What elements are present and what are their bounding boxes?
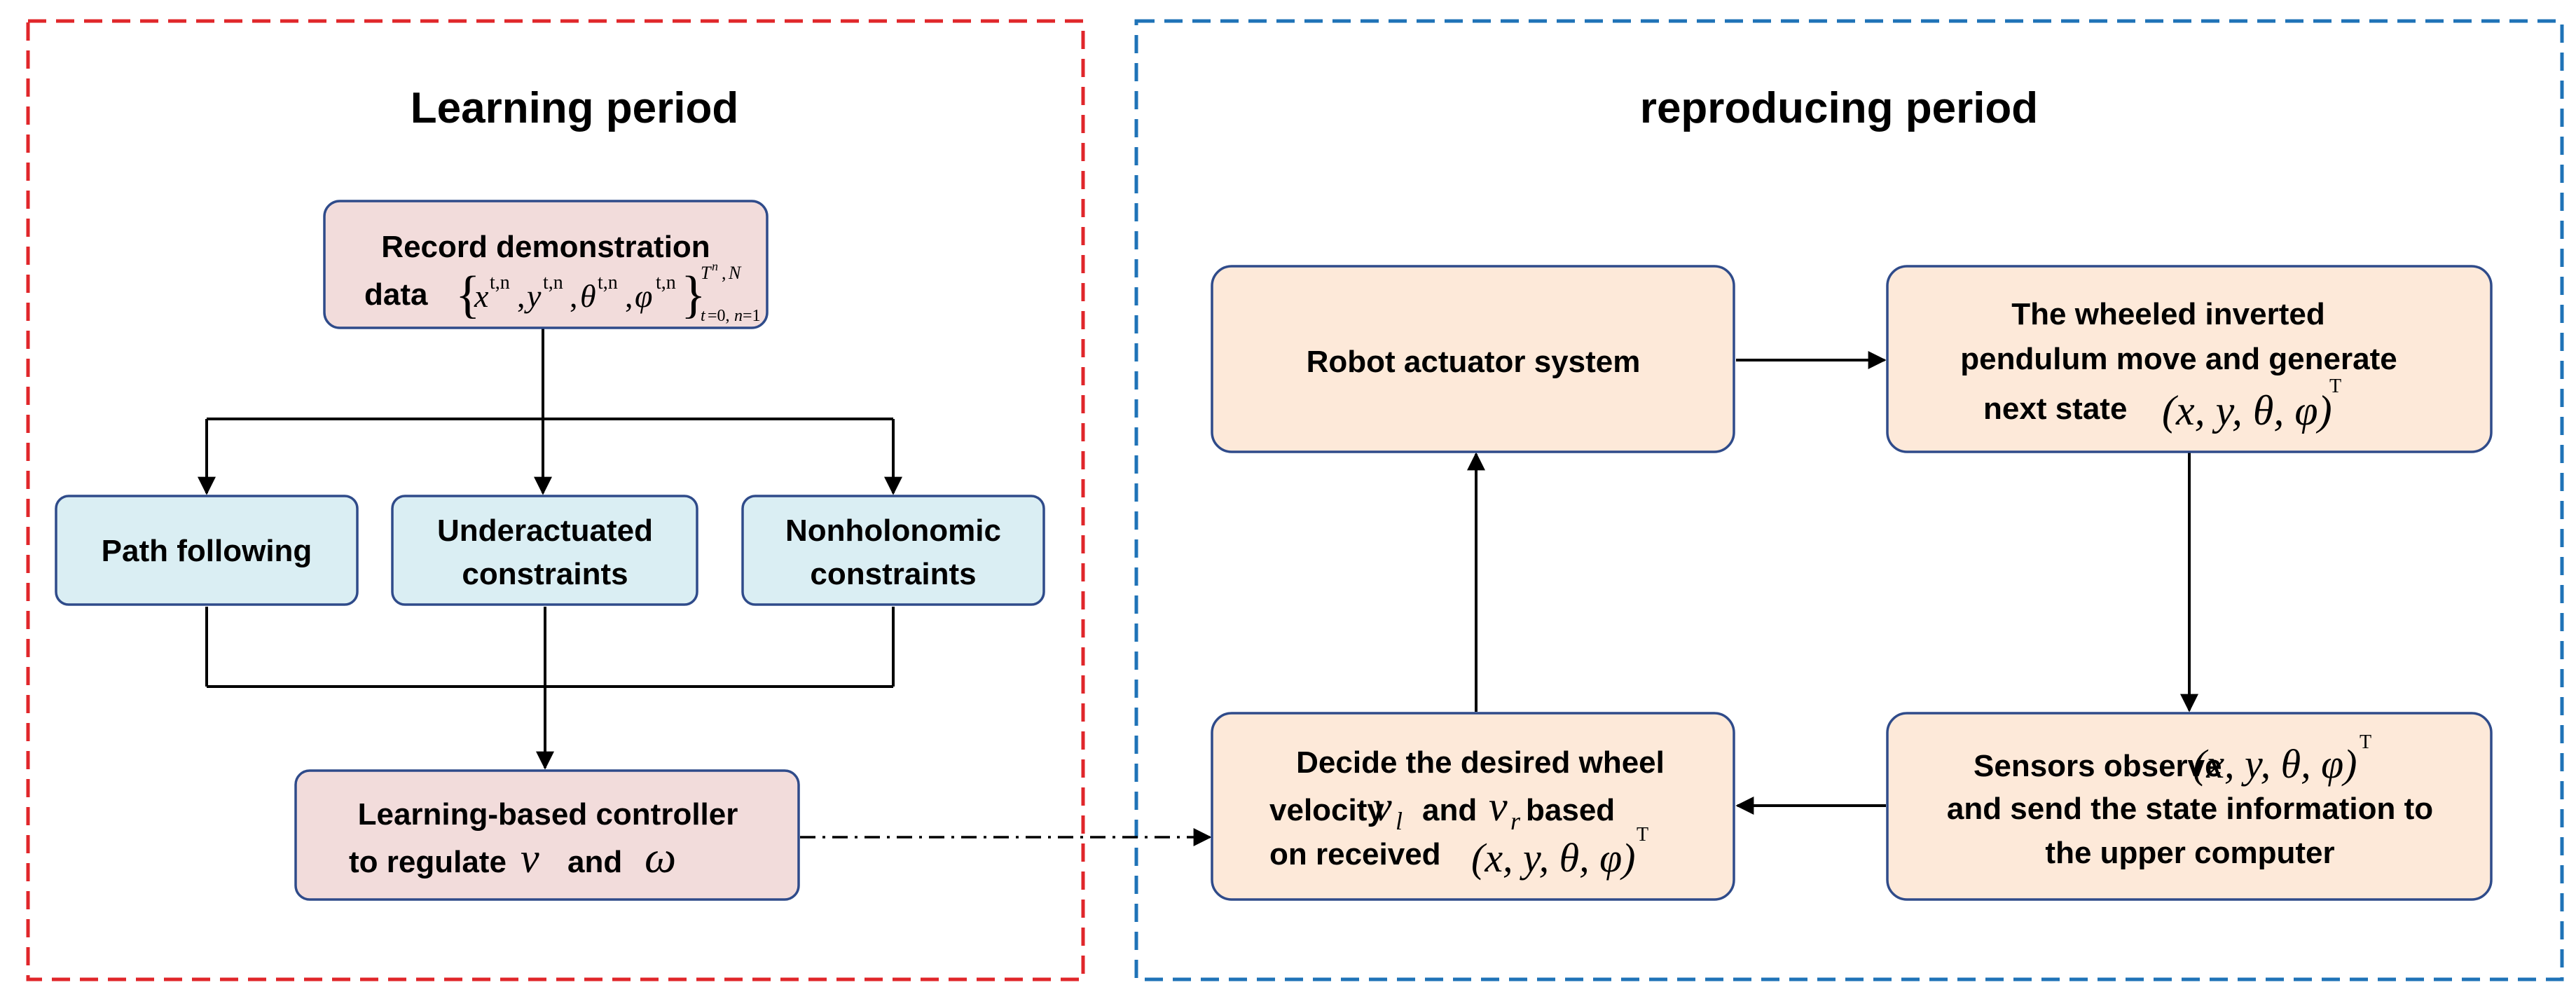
underactuated-line1: Underactuated <box>437 514 653 548</box>
path-following-label: Path following <box>102 534 312 568</box>
learning-period-title: Learning period <box>411 84 738 132</box>
robot-actuator-label: Robot actuator system <box>1307 345 1641 379</box>
svg-text:t,n: t,n <box>543 272 563 294</box>
controller-v-symbol: v <box>521 835 539 881</box>
pendulum-state: (x, y, θ, φ) <box>2162 387 2332 434</box>
svg-text:=0,: =0, <box>708 307 730 325</box>
underactuated-constraints-node[interactable]: Underactuated constraints <box>391 495 698 606</box>
sensors-state: (x, y, θ, φ) <box>2193 741 2357 787</box>
svg-text:θ: θ <box>580 278 596 314</box>
pendulum-line1: The wheeled inverted <box>2011 297 2324 331</box>
nonholonomic-line1: Nonholonomic <box>785 514 1001 548</box>
decide-state: (x, y, θ, φ) <box>1471 835 1636 881</box>
svg-text:n: n <box>734 307 743 325</box>
svg-text:}: } <box>681 266 706 324</box>
decide-line2-prefix: velocity <box>1269 793 1384 827</box>
svg-text:,: , <box>570 278 578 314</box>
svg-text:T: T <box>701 263 712 283</box>
svg-text:x: x <box>474 278 489 314</box>
path-following-node[interactable]: Path following <box>55 495 359 606</box>
controller-line1: Learning-based controller <box>358 797 738 832</box>
record-demonstration-node[interactable]: Record demonstration data { x t,n , y t,… <box>323 200 769 329</box>
record-line2: data <box>364 277 428 312</box>
sensors-line3: the upper computer <box>2045 836 2334 870</box>
sensors-node[interactable]: Sensors observe (x, y, θ, φ) T and send … <box>1886 712 2493 901</box>
reproducing-period-title: reproducing period <box>1640 84 2038 132</box>
decide-and: and <box>1422 793 1477 827</box>
svg-text:t,n: t,n <box>656 272 676 294</box>
pendulum-state-sup: T <box>2329 375 2341 397</box>
reproducing-connectors <box>1467 351 2198 815</box>
pendulum-line2: pendulum move and generate <box>1960 342 2397 376</box>
svg-text:t,n: t,n <box>490 272 510 294</box>
controller-line2-prefix: to regulate <box>349 845 507 879</box>
sensors-state-sup: T <box>2360 731 2371 753</box>
svg-text:{: { <box>455 266 481 324</box>
reproducing-period-frame <box>1134 19 2564 981</box>
controller-and: and <box>567 845 622 879</box>
svg-text:n: n <box>712 259 718 273</box>
decide-line1: Decide the desired wheel <box>1296 745 1665 780</box>
pendulum-line3: next state <box>1983 392 2127 426</box>
svg-text:,: , <box>722 263 726 283</box>
nonholonomic-line2: constraints <box>810 557 976 591</box>
decide-state-sup: T <box>1637 824 1648 846</box>
sensors-line2: and send the state information to <box>1947 792 2433 826</box>
decide-vl-subscript: l <box>1396 807 1403 835</box>
decide-vr-subscript: r <box>1510 807 1521 835</box>
svg-text:,: , <box>625 278 633 314</box>
svg-text:φ: φ <box>635 278 652 314</box>
learning-period-frame <box>26 19 1085 981</box>
svg-text:,: , <box>517 278 525 314</box>
decide-line3: on received <box>1269 837 1441 871</box>
record-formula: { x t,n , y t,n , θ t,n , φ t,n } T n , … <box>455 259 761 325</box>
learning-controller-node[interactable]: Learning-based controller to regulate v … <box>294 769 800 901</box>
svg-text:N: N <box>728 263 742 283</box>
decide-based: based <box>1526 793 1615 827</box>
decide-vl-symbol: v <box>1373 783 1392 829</box>
nonholonomic-constraints-node[interactable]: Nonholonomic constraints <box>741 495 1045 606</box>
learning-connectors <box>198 328 902 770</box>
underactuated-line2: constraints <box>462 557 628 591</box>
svg-text:y: y <box>524 278 542 314</box>
svg-text:t: t <box>701 307 706 325</box>
controller-omega-symbol: ω <box>645 832 676 882</box>
sensors-line1: Sensors observe <box>1974 749 2222 783</box>
pendulum-state-node[interactable]: The wheeled inverted pendulum move and g… <box>1886 265 2493 453</box>
svg-text:=1: =1 <box>743 307 761 325</box>
svg-text:t,n: t,n <box>598 272 618 294</box>
decide-vr-symbol: v <box>1489 783 1508 829</box>
record-line1: Record demonstration <box>381 230 710 264</box>
robot-actuator-node[interactable]: Robot actuator system <box>1211 265 1735 453</box>
decide-velocity-node[interactable]: Decide the desired wheel velocity v l an… <box>1211 712 1735 901</box>
